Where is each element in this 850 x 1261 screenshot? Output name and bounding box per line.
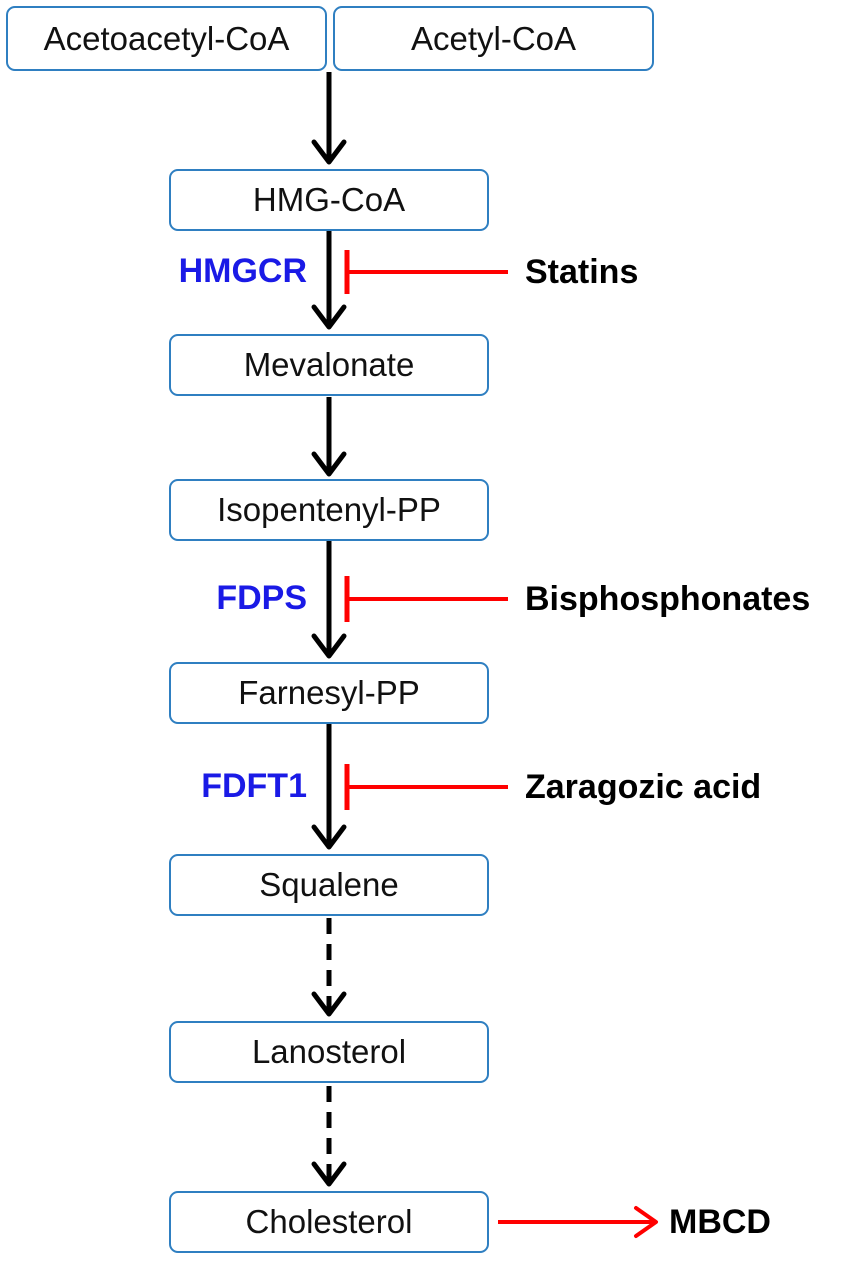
arrow-to-hmg-coa — [311, 72, 347, 165]
arrow-to-squalene — [311, 724, 347, 850]
dashed-arrow-to-cholesterol — [311, 1086, 347, 1187]
inhibitor-bisphosphonates: Bisphosphonates — [525, 580, 811, 618]
node-farnesyl-pp: Farnesyl-PP — [169, 662, 489, 724]
enzyme-fdft1: FDFT1 — [201, 767, 307, 805]
statins-inhibition-bar — [344, 250, 508, 294]
arrow-to-farnesyl-pp — [311, 540, 347, 659]
zaragozic-acid-inhibition-bar — [344, 764, 508, 810]
enzyme-hmgcr: HMGCR — [178, 252, 307, 290]
node-lanosterol: Lanosterol — [169, 1021, 489, 1083]
agent-mbcd: MBCD — [669, 1203, 771, 1241]
node-acetoacetyl-coa: Acetoacetyl-CoA — [6, 6, 327, 71]
node-acetyl-coa: Acetyl-CoA — [333, 6, 654, 71]
arrow-to-mevalonate — [311, 230, 347, 330]
arrow-to-isopentenyl-pp — [311, 397, 347, 477]
node-cholesterol: Cholesterol — [169, 1191, 489, 1253]
node-mevalonate: Mevalonate — [169, 334, 489, 396]
inhibitor-zaragozic-acid: Zaragozic acid — [525, 768, 762, 806]
node-hmg-coa: HMG-CoA — [169, 169, 489, 231]
bisphosphonates-inhibition-bar — [344, 576, 508, 622]
mbcd-arrow — [498, 1206, 658, 1238]
inhibitor-statins: Statins — [525, 253, 639, 291]
node-isopentenyl-pp: Isopentenyl-PP — [169, 479, 489, 541]
node-squalene: Squalene — [169, 854, 489, 916]
enzyme-fdps: FDPS — [216, 579, 307, 617]
dashed-arrow-to-lanosterol — [311, 918, 347, 1017]
